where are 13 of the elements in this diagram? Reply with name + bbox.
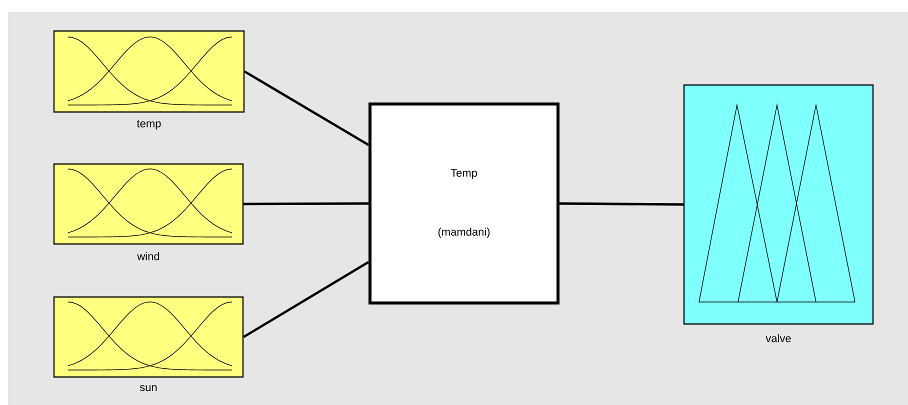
connector-line xyxy=(560,202,684,206)
output-membership-box: valve xyxy=(683,84,874,342)
node-label: temp xyxy=(136,120,161,130)
node-label: sun xyxy=(140,385,157,392)
connector-line xyxy=(244,70,370,146)
node-label: wind xyxy=(137,252,160,260)
input-membership-box: sun xyxy=(53,296,244,392)
node-label: valve xyxy=(766,334,791,342)
connector-line xyxy=(244,202,369,206)
input-membership-box: temp xyxy=(53,30,245,130)
input-membership-box: wind xyxy=(53,163,244,260)
connector-line xyxy=(242,261,370,338)
system-box: Temp (mamdani) xyxy=(368,102,560,304)
